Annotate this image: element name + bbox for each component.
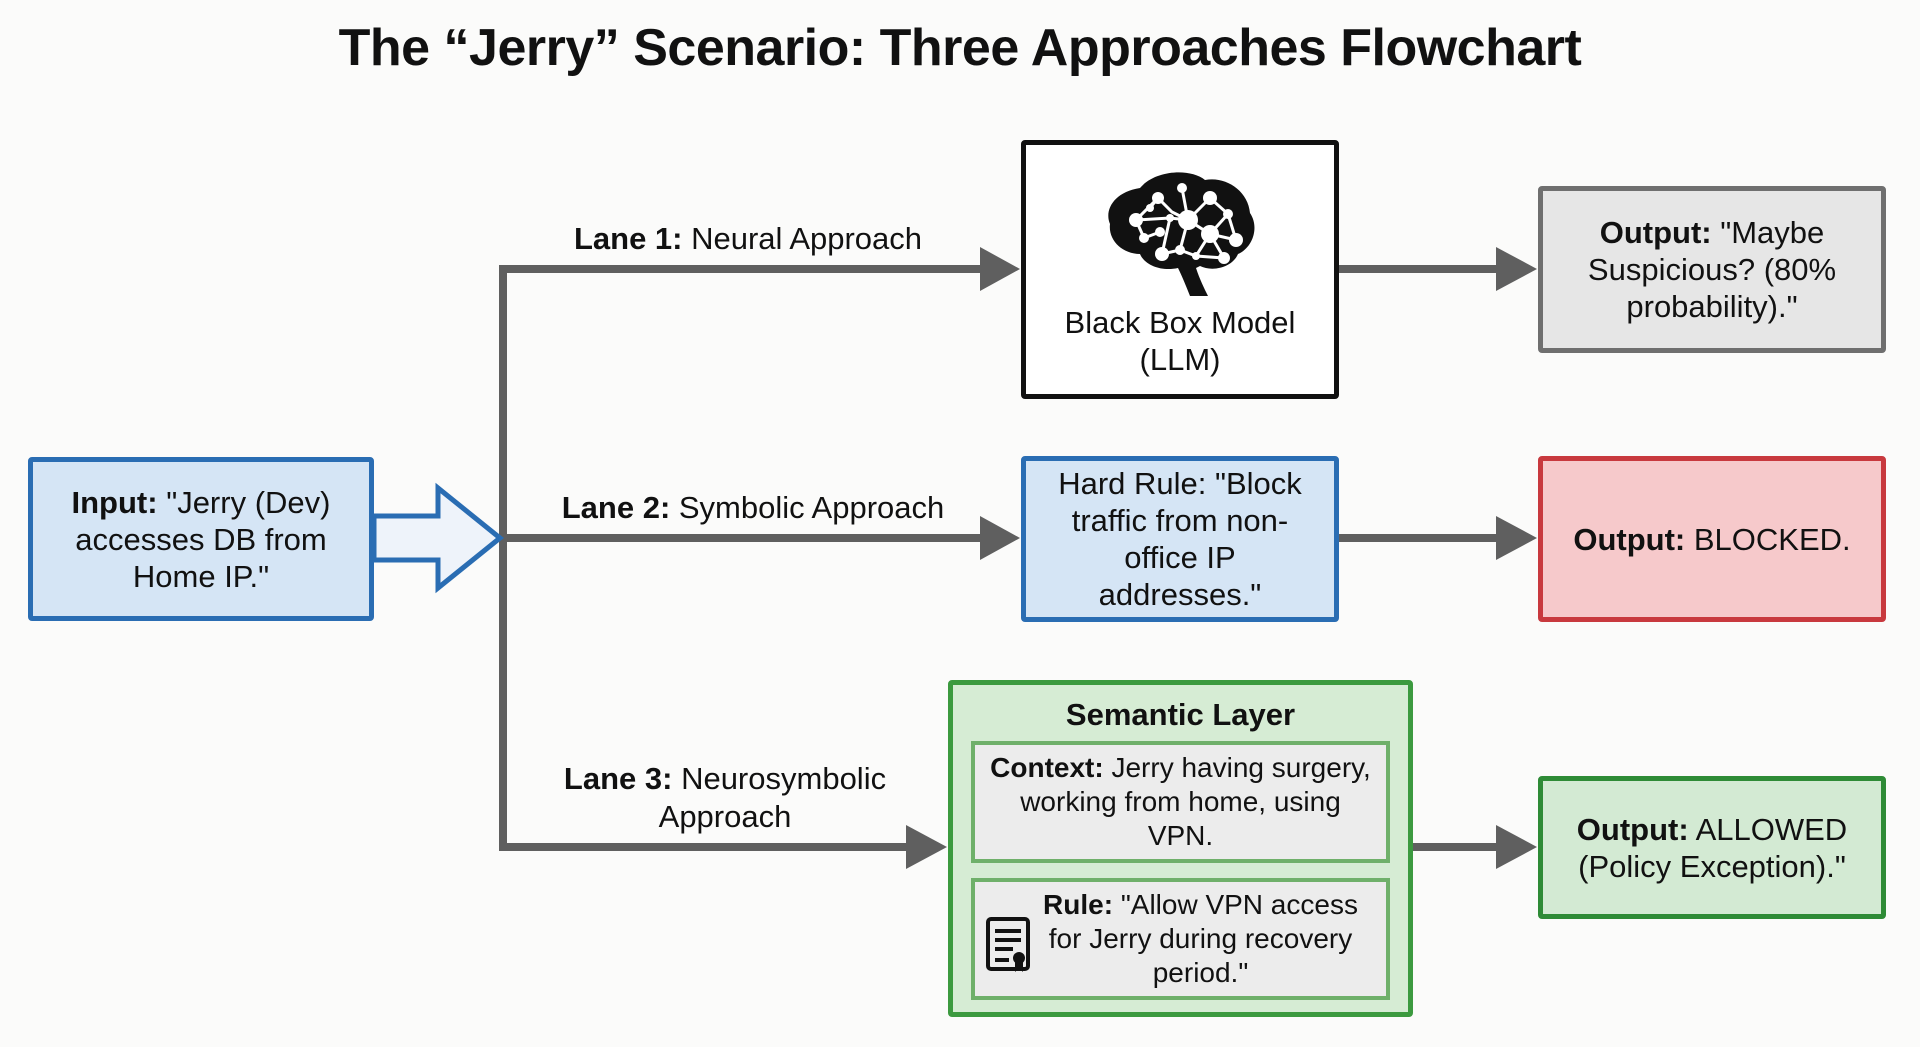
lane-2-output-text: Output: BLOCKED. <box>1573 521 1850 558</box>
lane-3-output-value: ALLOWED (Policy Exception)." <box>1578 811 1848 884</box>
lane-2-output-label: Output: <box>1573 521 1686 557</box>
black-box-label: Black Box Model (LLM) <box>1064 305 1296 377</box>
semantic-layer-title: Semantic Layer <box>1065 697 1296 732</box>
lane-3-output-arrowhead <box>1496 825 1537 869</box>
lane-1-output-arrowhead <box>1496 247 1537 291</box>
lane-2-output-box: Output: BLOCKED. <box>1538 456 1886 622</box>
rule-text: Rule: "Allow VPN access for Jerry during… <box>1015 888 1386 990</box>
page-title: The “Jerry” Scenario: Three Approaches F… <box>338 19 1582 77</box>
lane-3-output-text: Output: ALLOWED (Policy Exception)." <box>1543 811 1881 885</box>
brain-network-icon <box>1108 172 1255 296</box>
lane-1-output-label: Output: <box>1599 215 1712 250</box>
context-text: Context: Jerry having surgery, working f… <box>975 751 1386 853</box>
lane-3-label: Lane 3: Neurosymbolic Approach <box>545 760 905 836</box>
lane-2-number: Lane 2: <box>561 490 671 525</box>
lane-3-output-box: Output: ALLOWED (Policy Exception)." <box>1538 776 1886 919</box>
rule-box: Rule: "Allow VPN access for Jerry during… <box>971 878 1390 1000</box>
semantic-layer-box: Semantic Layer Context: Jerry having sur… <box>948 680 1413 1017</box>
lane-1-output-value: "Maybe Suspicious? (80% probability)." <box>1587 215 1837 324</box>
lane-2-arrowhead <box>980 516 1020 560</box>
lane-1-number: Lane 1: <box>573 221 683 256</box>
input-text: Input: "Jerry (Dev) accesses DB from Hom… <box>33 484 369 595</box>
lane-2-output-arrowhead <box>1496 516 1537 560</box>
lane-2-output-value: BLOCKED. <box>1685 521 1851 557</box>
hard-rule-text: Hard Rule: "Block traffic from non-offic… <box>1058 466 1302 612</box>
input-box: Input: "Jerry (Dev) accesses DB from Hom… <box>28 457 374 621</box>
lane-1-arrowhead <box>980 247 1020 291</box>
hard-rule-box: Hard Rule: "Block traffic from non-offic… <box>1021 456 1339 622</box>
black-box-model: Black Box Model (LLM) <box>1021 140 1339 399</box>
input-label: Input: <box>71 484 158 520</box>
lane-1-name: Neural Approach <box>682 221 923 256</box>
lane-3-number: Lane 3: <box>563 761 673 796</box>
input-hollow-arrow <box>371 482 504 594</box>
rule-value: "Allow VPN access for Jerry during recov… <box>1048 889 1358 988</box>
lane-3-name: Neurosymbolic Approach <box>658 761 887 834</box>
input-value: "Jerry (Dev) accesses DB from Home IP." <box>75 484 331 594</box>
lane-1-label: Lane 1: Neural Approach <box>548 220 948 258</box>
lane-2-name: Symbolic Approach <box>670 490 945 525</box>
context-label: Context: <box>990 752 1104 783</box>
context-value: Jerry having surgery, working from home,… <box>1020 752 1371 851</box>
lane-3-output-label: Output: <box>1576 811 1689 847</box>
lane-2-label: Lane 2: Symbolic Approach <box>528 489 978 527</box>
lane-1-output-box: Output: "Maybe Suspicious? (80% probabil… <box>1538 186 1886 353</box>
lane-3-arrowhead <box>906 825 947 869</box>
lane-1-output-text: Output: "Maybe Suspicious? (80% probabil… <box>1543 214 1881 325</box>
context-box: Context: Jerry having surgery, working f… <box>971 741 1390 863</box>
certificate-icon <box>986 917 1030 972</box>
rule-label: Rule: <box>1043 889 1114 920</box>
